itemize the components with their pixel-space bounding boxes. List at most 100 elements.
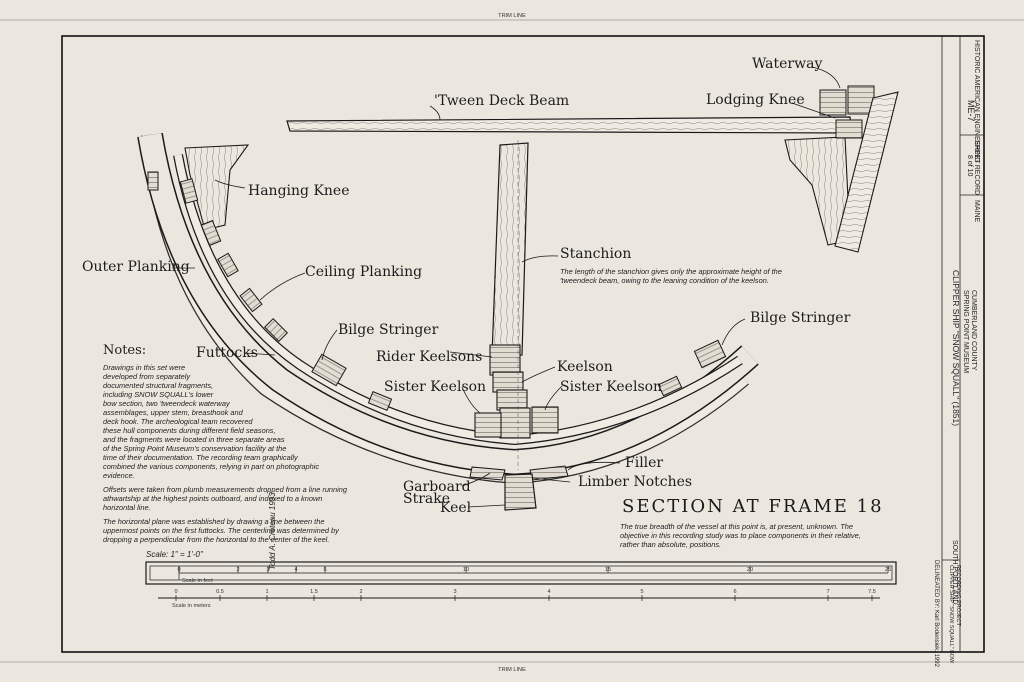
feet-caption: Scale in feet <box>182 578 213 584</box>
breadth-note-line-3: rather than absolute, positions. <box>620 540 721 549</box>
notes-line: deck hook. The archeological team recove… <box>103 417 253 426</box>
survey-label: HISTORIC AMERICAN ENGINEERING RECORD <box>973 40 980 195</box>
waterway-block-3 <box>835 119 863 139</box>
label-sister-keelson-left: Sister Keelson <box>384 379 486 395</box>
stanchion <box>491 142 529 357</box>
leader-lines <box>172 66 841 508</box>
title-block <box>941 36 984 652</box>
notes-paragraph-1: Drawings in this set were developed from… <box>103 363 319 480</box>
keel <box>504 473 537 511</box>
feet-tick-label: 20 <box>747 567 753 573</box>
sister-keelson-right <box>531 406 559 434</box>
meter-tick-label: 3 <box>453 589 456 595</box>
top-trim-label: TRIM LINE <box>498 13 526 19</box>
location-line-1: SPRING POINT MUSEUM <box>962 290 969 373</box>
tween-deck-beam <box>286 116 853 134</box>
label-tween-deck-beam: 'Tween Deck Beam <box>434 93 569 109</box>
notes-line: horizontal line. <box>103 503 151 512</box>
label-waterway: Waterway <box>752 56 822 72</box>
notes-line: and the fragments were located in three … <box>103 435 285 444</box>
notes-heading: Notes: <box>103 343 146 358</box>
stanchion-note-line-1: The length of the stanchion gives only t… <box>560 267 782 276</box>
notes-line: dropping a perpendicular from the horizo… <box>103 535 329 544</box>
notes-line: including SNOW SQUALL's lower <box>103 390 214 399</box>
survey-number: ME-7 <box>966 100 976 122</box>
meter-tick-label: 0.5 <box>216 589 224 595</box>
hanging-knee <box>184 144 250 231</box>
vessel-name: CLIPPER SHIP "SNOW SQUALL" (1851) <box>951 270 961 426</box>
keelson-lower <box>499 407 531 439</box>
project-line-2: RECORDING PROJECT <box>955 565 961 626</box>
bilge-stringer-left <box>311 353 347 387</box>
notes-paragraph-2: Offsets were taken from plumb measuremen… <box>103 485 348 512</box>
label-filler: Filler <box>625 455 663 471</box>
notes-line: The horizontal plane was established by … <box>103 517 324 526</box>
feet-tick-label: 0 <box>177 567 180 573</box>
label-keelson: Keelson <box>557 359 613 375</box>
label-hanging-knee: Hanging Knee <box>248 183 350 199</box>
project-line-1: CLIPPER SHIP "SNOW SQUALL" BOW <box>948 565 954 664</box>
notes-line: developed from separately <box>103 372 191 381</box>
label-rider-keelsons: Rider Keelsons <box>376 349 482 365</box>
label-ceiling-planking: Ceiling Planking <box>305 264 422 280</box>
drawing-title: SECTION AT FRAME 18 <box>622 496 884 517</box>
rider-keelson-1 <box>489 344 521 376</box>
feet-tick-label: 4 <box>294 567 297 573</box>
ceiling-planking-fill <box>174 154 743 444</box>
meter-tick-label: 4 <box>547 589 550 595</box>
notes-line: evidence. <box>103 471 135 480</box>
notes-paragraph-3: The horizontal plane was established by … <box>103 517 340 544</box>
futtocks-fill <box>138 133 758 474</box>
label-sister-keelson-right: Sister Keelson <box>560 379 662 395</box>
feet-tick-label: 2 <box>236 567 239 573</box>
meter-tick-label: 1.5 <box>310 589 318 595</box>
sheet-label: SHEET <box>973 140 980 164</box>
feet-tick-label: 3 <box>266 567 269 573</box>
breadth-note-line-2: objective in this recording study was to… <box>620 531 861 540</box>
feet-tick-label: 10 <box>463 567 469 573</box>
notes-line: of the Spring Point Museum's conservatio… <box>103 444 286 453</box>
sheet-value: 8 of 10 <box>966 155 973 177</box>
breadth-note-line-1: The true breadth of the vessel at this p… <box>620 522 853 531</box>
notes-line: documented structural fragments, <box>103 381 213 390</box>
label-bilge-stringer-right: Bilge Stringer <box>750 310 851 326</box>
delineator: DELINEATED BY: Karl Bodensiek, 1992 <box>933 560 939 668</box>
keelson <box>496 389 528 411</box>
label-stanchion: Stanchion <box>560 246 631 262</box>
state-name: MAINE <box>973 200 980 223</box>
meter-tick-label: 2 <box>359 589 362 595</box>
notes-line: these hull components during different f… <box>103 426 276 435</box>
notes-line: combined the various components, relying… <box>103 462 319 471</box>
label-futtocks: Futtocks <box>196 345 258 361</box>
meter-tick-label: 7 <box>826 589 829 595</box>
notes-line: athwartship at the highest points outboa… <box>103 494 322 503</box>
scale-label: Scale: 1" = 1'-0" <box>146 550 204 559</box>
meter-tick-label: 7.5 <box>868 589 876 595</box>
label-garboard: Garboard <box>403 479 471 495</box>
sister-keelson-left <box>474 412 502 438</box>
label-lodging-knee: Lodging Knee <box>706 92 805 108</box>
stanchion-note-line-2: 'tweendeck beam, owing to the leaning co… <box>560 276 769 285</box>
meter-tick-label: 6 <box>733 589 736 595</box>
meters-caption: Scale in meters <box>172 603 211 609</box>
town-name: SOUTH PORTLAND <box>951 540 958 604</box>
notes-line: uppermost points on the first futtocks. … <box>103 526 340 535</box>
bottom-trim-label: TRIM LINE <box>498 667 526 673</box>
notes-line: bow section, two 'tweendeck waterway <box>103 399 231 408</box>
garboard-strake-left <box>469 466 506 481</box>
notes-line: Offsets were taken from plumb measuremen… <box>103 485 348 494</box>
waterway-block-1 <box>819 89 847 116</box>
right-upper-frame <box>834 91 899 253</box>
notes-line: time of their documentation. The recordi… <box>103 453 299 462</box>
meter-tick-label: 0 <box>174 589 177 595</box>
notes-line: assemblages, upper stem, breasthook and <box>103 408 244 417</box>
feet-tick-label: 25 <box>885 567 891 573</box>
meter-tick-label: 1 <box>265 589 268 595</box>
rider-keelson-2 <box>492 371 524 393</box>
signature: Todd A. Croteau 1993 <box>268 492 277 570</box>
feet-tick-label: 15 <box>605 567 611 573</box>
label-limber-notches: Limber Notches <box>578 474 692 490</box>
